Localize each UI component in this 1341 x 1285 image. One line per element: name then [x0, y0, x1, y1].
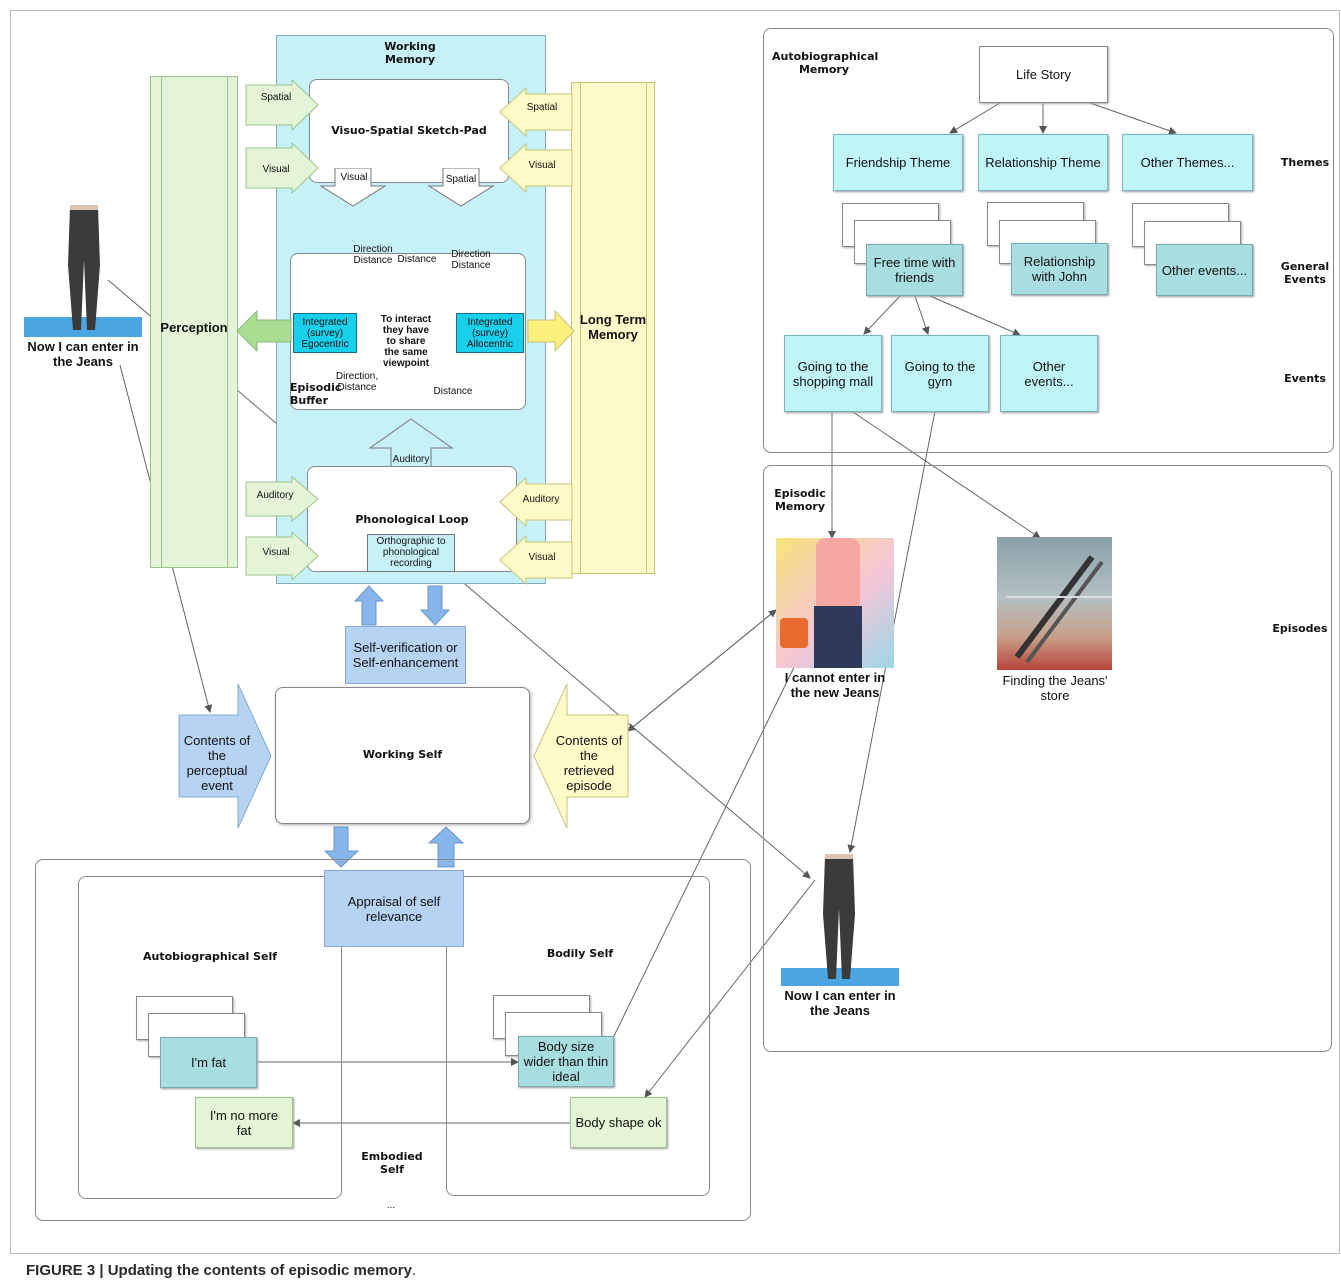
free-time-box: Free time with friends	[866, 244, 963, 296]
in-auditory-left: Auditory	[256, 490, 294, 501]
dir-dist-left: Direction Distance	[353, 244, 393, 266]
left-person-image	[24, 205, 142, 337]
retrieved-episode-label: Contents of the retrieved episode	[555, 733, 623, 793]
left-person-caption: Now I can enter in the Jeans	[27, 339, 139, 369]
life-story-box: Life Story	[979, 46, 1108, 103]
friendship-theme-box: Friendship Theme	[833, 134, 963, 191]
im-fat-box: I'm fat	[160, 1037, 257, 1088]
integrated-egocentric: Integrated (survey) Egocentric	[293, 313, 357, 353]
in-spatial-right: Spatial	[526, 102, 558, 113]
in-visual-right: Visual	[528, 160, 556, 171]
figure-caption: FIGURE 3 | Updating the contents of epis…	[26, 1262, 416, 1279]
wm-down-arrows	[320, 168, 495, 207]
gym-event-box: Going to the gym	[891, 335, 989, 412]
distance-bottom: Distance	[433, 386, 473, 397]
themes-label: Themes	[1280, 156, 1330, 169]
in-auditory-right: Auditory	[522, 494, 560, 505]
events-label: Events	[1284, 372, 1326, 385]
jeans-icon	[823, 854, 855, 979]
working-memory-title: Working Memory	[384, 40, 436, 66]
bodily-self-title: Bodily Self	[546, 947, 614, 960]
relationship-theme-box: Relationship Theme	[978, 134, 1108, 191]
right-person-caption: Now I can enter in the Jeans	[784, 988, 896, 1018]
bodily-self-box	[446, 876, 710, 1196]
retrieved-episode-arrow	[533, 683, 629, 829]
dir-dist-bottom: Direction, Distance	[335, 371, 379, 393]
right-person-image	[781, 852, 899, 986]
perception-column	[150, 76, 238, 568]
cannot-enter-caption: I cannot enter in the new Jeans	[784, 670, 886, 700]
cannot-enter-image	[776, 538, 894, 668]
working-self-title: Working Self	[362, 748, 443, 761]
im-no-more-fat-box: I'm no more fat	[195, 1097, 293, 1148]
autobiographical-self-box	[78, 876, 342, 1199]
wm-right-arrows	[499, 86, 573, 586]
auditory-arrow-label: Auditory	[392, 454, 430, 465]
episodic-buffer-title: Episodic Buffer	[290, 381, 342, 407]
wm-self-arrows	[354, 585, 451, 626]
body-shape-ok-box: Body shape ok	[570, 1097, 667, 1148]
wm-left-arrows	[245, 80, 319, 580]
episodic-memory-panel	[763, 465, 1332, 1052]
other-events-general-box: Other events...	[1156, 244, 1253, 296]
perceptual-event-arrow	[178, 683, 272, 829]
perceptual-event-label: Contents of the perceptual event	[183, 733, 251, 793]
long-term-memory-label: Long Term Memory	[579, 312, 647, 342]
wm-spatial-label: Spatial	[445, 174, 477, 185]
other-themes-box: Other Themes...	[1122, 134, 1253, 191]
episodic-memory-title: Episodic Memory	[774, 487, 826, 513]
autobiographical-self-title: Autobiographical Self	[142, 950, 278, 963]
autobiographical-memory-title: Autobiographical Memory	[772, 50, 879, 76]
escalator-icon	[1007, 555, 1112, 664]
general-events-label: General Events	[1280, 260, 1330, 286]
integrated-allocentric: Integrated (survey) Allocentric	[456, 313, 524, 353]
mall-event-box: Going to the shopping mall	[784, 335, 882, 412]
figure-caption-bold: FIGURE 3 | Updating the contents of epis…	[26, 1262, 412, 1279]
distance-top: Distance	[397, 254, 437, 265]
wm-visual-label: Visual	[340, 172, 368, 183]
sketch-pad-title: Visuo-Spatial Sketch-Pad	[331, 124, 487, 137]
embodied-self-title: Embodied Self	[361, 1150, 423, 1176]
sketch-pad-box	[309, 79, 509, 183]
episodes-label: Episodes	[1272, 622, 1328, 635]
finding-store-caption: Finding the Jeans' store	[1002, 673, 1108, 703]
in-visual-left: Visual	[262, 164, 290, 175]
in-visual-right2: Visual	[528, 552, 556, 563]
jeans-icon	[68, 205, 100, 330]
perception-label: Perception	[160, 320, 228, 335]
self-verification-box: Self-verification or Self-enhancement	[345, 626, 466, 684]
perception-arrow	[236, 310, 292, 352]
body-size-box: Body size wider than thin ideal	[518, 1036, 614, 1087]
rel-john-box: Relationship with John	[1011, 243, 1108, 295]
phonological-loop-title: Phonological Loop	[355, 513, 469, 526]
figure-caption-tail: .	[411, 1262, 417, 1279]
interact-note: To interact they have to share the same …	[380, 314, 432, 369]
ltm-arrow	[527, 310, 575, 352]
orthographic-box: Orthographic to phonological recording	[367, 534, 455, 572]
in-visual-left2: Visual	[262, 547, 290, 558]
in-spatial-left: Spatial	[260, 92, 292, 103]
other-events-box: Other events...	[1000, 335, 1098, 412]
figure-frame	[10, 10, 1340, 1254]
autobiographical-memory-panel	[763, 28, 1334, 453]
appraisal-box: Appraisal of self relevance	[324, 870, 464, 947]
embodied-self-container	[35, 859, 751, 1221]
finding-store-image	[997, 537, 1112, 670]
embodied-ellipsis: ...	[386, 1200, 396, 1211]
working-self-box	[275, 687, 530, 824]
dir-dist-right: Direction Distance	[451, 249, 491, 271]
